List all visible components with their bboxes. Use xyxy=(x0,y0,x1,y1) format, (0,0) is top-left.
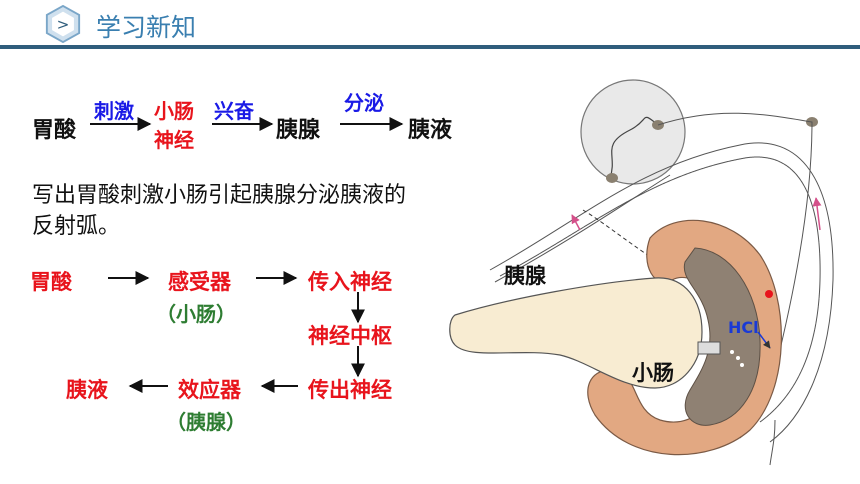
arc-receptor: 感受器 xyxy=(168,270,231,294)
page-title: 学习新知 xyxy=(96,13,197,42)
question-line-1: 写出胃酸刺激小肠引起胰腺分泌胰液的 xyxy=(32,183,407,208)
signal-arrow-2 xyxy=(812,197,822,231)
signal-arrow-1 xyxy=(571,214,581,231)
neuron-body-1 xyxy=(606,173,618,183)
chain-small-intestine-2: 神经 xyxy=(154,128,194,152)
header-divider xyxy=(0,45,860,49)
chain-stomach-acid: 胃酸 xyxy=(32,118,77,143)
question-line-2: 反射弧。 xyxy=(32,214,121,239)
hcl-arrow xyxy=(757,331,771,349)
efferent-tail xyxy=(769,419,776,466)
nerve-center-circle xyxy=(580,79,686,185)
pancreatic-duct xyxy=(697,341,721,355)
nerve-fiber-middle xyxy=(499,156,821,423)
pancreas-intestine-illustration xyxy=(449,79,834,466)
arc-effector: 效应器 xyxy=(178,378,241,402)
chain-stimulate-label: 刺激 xyxy=(94,99,134,123)
chain-pancreas: 胰腺 xyxy=(276,118,321,143)
arc-receptor-note: （小肠） xyxy=(156,302,236,326)
chevron-right-icon: > xyxy=(45,5,81,43)
pancreas-body xyxy=(449,277,703,389)
nerve-fiber-inner xyxy=(494,174,671,283)
pancreas-label: 胰腺 xyxy=(504,264,546,288)
arc-afferent: 传入神经 xyxy=(308,270,392,294)
arc-result: 胰液 xyxy=(66,378,108,402)
arc-center: 神经中枢 xyxy=(308,324,392,348)
arc-effector-note: （胰腺） xyxy=(166,410,246,434)
juice-drop-1 xyxy=(730,350,734,354)
receptor-dot xyxy=(765,290,773,298)
hcl-label: HCl xyxy=(728,318,759,337)
arc-efferent: 传出神经 xyxy=(308,378,392,402)
intestine-label: 小肠 xyxy=(632,361,674,385)
chain-excite-label: 兴奋 xyxy=(214,99,254,123)
svg-text:>: > xyxy=(57,16,70,34)
juice-drop-2 xyxy=(736,356,740,360)
interneuron xyxy=(609,116,659,179)
arc-arrows xyxy=(108,271,365,393)
small-intestine-inner xyxy=(683,247,761,426)
juice-drop-3 xyxy=(740,363,744,367)
chain-arrows xyxy=(90,117,404,131)
nerve-fiber-outer xyxy=(489,142,834,443)
chain-pancreatic-juice: 胰液 xyxy=(408,118,453,143)
arc-stimulus: 胃酸 xyxy=(30,270,72,294)
chain-secrete-label: 分泌 xyxy=(344,91,384,115)
chain-small-intestine-1: 小肠 xyxy=(154,99,194,123)
